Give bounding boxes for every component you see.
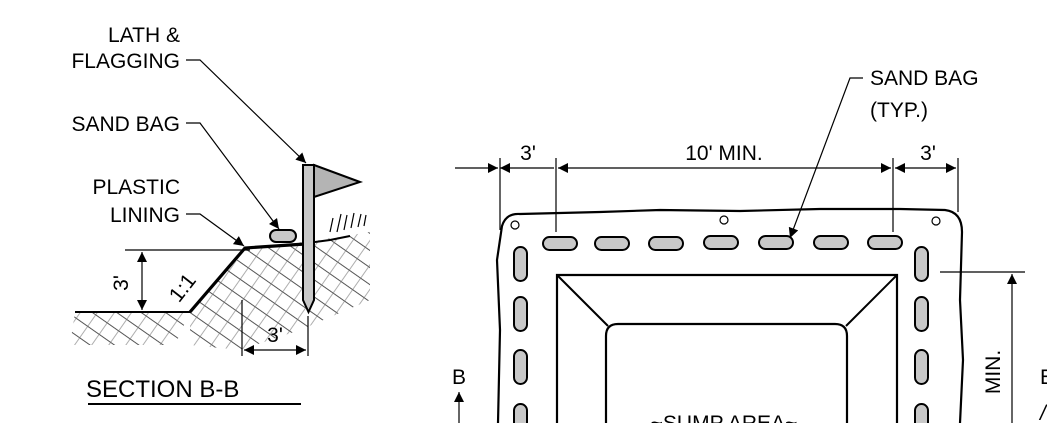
right-sand-bag-column xyxy=(914,246,929,423)
grass-tufts xyxy=(329,212,367,233)
sand-bag xyxy=(648,236,684,251)
sand-bag-typ-leader xyxy=(788,77,863,239)
sump-inner-edge xyxy=(604,322,849,423)
anchor-dot xyxy=(719,215,729,225)
left-sand-bag-column xyxy=(513,246,528,423)
sand-bag xyxy=(513,246,528,282)
leader-lath xyxy=(186,59,307,164)
label-plastic-1: PLASTIC xyxy=(92,176,180,199)
leader-sand-bag xyxy=(186,122,280,230)
sand-bag xyxy=(513,403,528,423)
height-dim-label: 3' xyxy=(110,275,133,291)
label-plastic-2: LINING xyxy=(110,204,180,227)
ground-hatch-slope xyxy=(190,232,370,350)
section-sand-bag xyxy=(269,229,297,243)
sand-bag xyxy=(914,246,929,282)
sand-bag xyxy=(542,236,578,251)
label-sand-bag: SAND BAG xyxy=(71,113,180,136)
dim-left-label: 3' xyxy=(520,142,536,165)
sand-bag xyxy=(914,296,929,332)
label-lath-1: LATH & xyxy=(108,24,180,47)
flag-icon xyxy=(313,163,364,199)
plan-view: 3' 10' MIN. 3' SAND BAG (TYP.) xyxy=(452,67,1047,423)
sand-bag xyxy=(758,235,794,250)
right-vertical-dim-label: MIN. xyxy=(982,350,1005,394)
section-marker-label: B xyxy=(452,366,466,389)
sand-bag xyxy=(914,403,929,423)
sand-bag xyxy=(813,235,849,250)
sand-bag-typ-label-1: SAND BAG xyxy=(870,67,979,90)
lath-stake xyxy=(302,164,315,315)
sand-bag xyxy=(914,349,929,385)
width-dim-label: 3' xyxy=(267,324,283,347)
dim-middle-label: 10' MIN. xyxy=(685,142,763,165)
section-title: SECTION B-B xyxy=(86,376,239,403)
top-sand-bag-row xyxy=(542,235,903,251)
sump-outer-edge xyxy=(555,273,899,423)
section-b-b: LATH & FLAGGING SAND BAG PLASTIC LINING … xyxy=(70,24,370,405)
anchor-dot xyxy=(931,216,941,226)
plastic-lining-line xyxy=(188,242,306,314)
sand-bag xyxy=(513,296,528,332)
edge-mark: / xyxy=(1038,402,1047,423)
anchor-dot xyxy=(510,220,520,230)
sand-bag xyxy=(513,349,528,385)
sand-bag xyxy=(594,236,630,251)
dim-right-label: 3' xyxy=(920,142,936,165)
ground-hatch-left xyxy=(70,312,190,345)
sump-area-label: ~SUMP AREA~ xyxy=(651,412,798,423)
sand-bag xyxy=(703,235,739,250)
label-lath-2: FLAGGING xyxy=(71,50,180,73)
leader-plastic xyxy=(186,213,245,247)
plastic-liner-outline xyxy=(495,207,965,423)
sand-bag-typ-label-2: (TYP.) xyxy=(870,99,928,122)
edge-letter: E xyxy=(1040,366,1047,389)
sand-bag xyxy=(867,235,903,250)
slope-label: 1:1 xyxy=(165,269,201,306)
